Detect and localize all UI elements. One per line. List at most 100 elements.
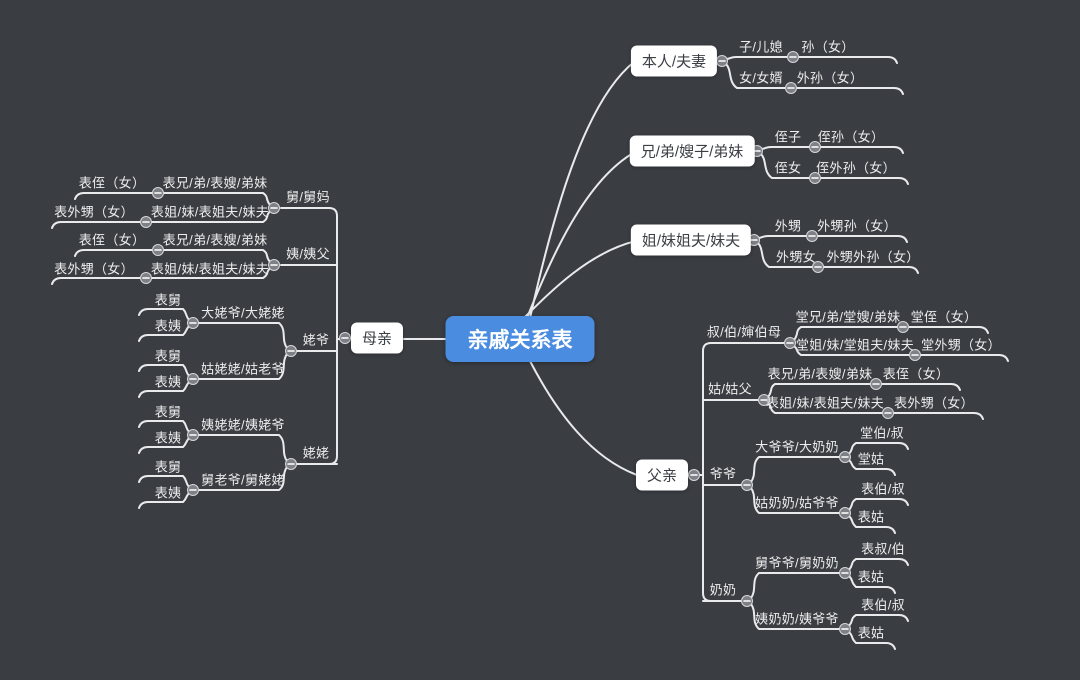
tree-node-label[interactable]: 侄外孙（女）	[816, 160, 896, 176]
tree-node-label[interactable]: 姑姥姥/姑老爷	[201, 361, 285, 377]
collapse-toggle[interactable]	[152, 187, 164, 199]
tree-node-label[interactable]: 子/儿媳	[739, 39, 783, 55]
tree-node-label[interactable]: 表侄（女）	[882, 366, 950, 382]
tree-node-label[interactable]: 表外甥（女）	[894, 395, 974, 411]
tree-node-label[interactable]: 表姐/妹/表姐夫/妹夫	[150, 261, 270, 277]
tree-node-label[interactable]: 表姨	[154, 430, 182, 446]
collapse-toggle[interactable]	[268, 259, 280, 271]
collapse-toggle[interactable]	[839, 451, 851, 463]
tree-node-label[interactable]: 大姥爷/大姥姥	[201, 305, 285, 321]
tree-node-label[interactable]: 表姑	[857, 569, 885, 585]
tree-node-label[interactable]: 堂伯/叔	[860, 425, 904, 441]
node-mother-uncle[interactable]: 舅/舅妈	[286, 189, 330, 205]
tree-node-label[interactable]: 外甥女	[776, 249, 816, 265]
tree-node-label[interactable]: 表兄/弟/表嫂/弟妹	[162, 175, 268, 191]
tree-node-label[interactable]: 表舅	[154, 292, 182, 308]
tree-node-label[interactable]: 侄女	[774, 160, 802, 176]
tree-node-label[interactable]: 侄子	[774, 129, 802, 145]
tree-node-label[interactable]: 表姐/妹/表姐夫/妹夫	[765, 395, 885, 411]
tree-node-label[interactable]: 舅爷爷/舅奶奶	[755, 555, 839, 571]
node-mother-aunt[interactable]: 姨/姨父	[286, 246, 330, 262]
tree-node-label[interactable]: 外甥	[774, 218, 802, 234]
tree-node-label[interactable]: 女/女婿	[739, 70, 783, 86]
tree-node-label[interactable]: 外甥孙（女）	[817, 218, 897, 234]
collapse-toggle[interactable]	[812, 261, 824, 273]
node-maternal-grandma[interactable]: 姥姥	[302, 445, 330, 461]
tree-node-label[interactable]: 孙（女）	[801, 39, 855, 55]
tree-node-label[interactable]: 表舅	[154, 459, 182, 475]
collapse-toggle[interactable]	[741, 595, 753, 607]
tree-node-label[interactable]: 大爷爷/大奶奶	[755, 439, 839, 455]
tree-node-label[interactable]: 堂兄/弟/堂嫂/弟妹	[795, 309, 901, 325]
collapse-toggle[interactable]	[839, 567, 851, 579]
tree-node-label[interactable]: 姨姥姥/姨姥爷	[201, 417, 285, 433]
tree-node-label[interactable]: 表舅	[154, 348, 182, 364]
tree-node-label[interactable]: 表叔/伯	[861, 541, 905, 557]
tree-node-label[interactable]: 表兄/弟/表嫂/弟妹	[162, 232, 268, 248]
tree-node-label[interactable]: 表姨	[154, 318, 182, 334]
tree-node-label[interactable]: 堂侄（女）	[910, 309, 978, 325]
tree-node-label[interactable]: 表姨	[154, 485, 182, 501]
collapse-toggle[interactable]	[716, 55, 728, 67]
collapse-toggle[interactable]	[870, 378, 882, 390]
collapse-toggle[interactable]	[839, 507, 851, 519]
tree-node-label[interactable]: 堂姑	[857, 451, 885, 467]
tree-node-label[interactable]: 外孙（女）	[796, 70, 864, 86]
collapse-toggle[interactable]	[897, 321, 909, 333]
collapse-toggle[interactable]	[187, 484, 199, 496]
tree-node-label[interactable]: 表侄（女）	[78, 175, 146, 191]
root-branch-curves	[403, 61, 638, 476]
collapse-toggle[interactable]	[909, 349, 921, 361]
collapse-toggle[interactable]	[787, 51, 799, 63]
node-mother[interactable]: 母亲	[350, 322, 404, 354]
node-father[interactable]: 父亲	[635, 459, 689, 491]
collapse-toggle[interactable]	[152, 244, 164, 256]
collapse-toggle[interactable]	[882, 407, 894, 419]
collapse-toggle[interactable]	[809, 172, 821, 184]
tree-node-label[interactable]: 表伯/叔	[861, 481, 905, 497]
collapse-toggle[interactable]	[285, 458, 297, 470]
tree-node-label[interactable]: 堂姐/妹/堂姐夫/妹夫	[795, 337, 915, 353]
node-brothers[interactable]: 兄/弟/嫂子/弟妹	[629, 135, 755, 167]
node-father-uncle[interactable]: 叔/伯/婶伯母	[706, 324, 782, 340]
collapse-toggle[interactable]	[285, 345, 297, 357]
tree-node-label[interactable]: 表兄/弟/表嫂/弟妹	[767, 366, 873, 382]
tree-node-label[interactable]: 姨奶奶/姨爷爷	[755, 611, 839, 627]
collapse-toggle[interactable]	[140, 272, 152, 284]
node-paternal-grandma[interactable]: 奶奶	[709, 582, 737, 598]
tree-node-label[interactable]: 表伯/叔	[861, 597, 905, 613]
tree-node-label[interactable]: 表侄（女）	[78, 232, 146, 248]
collapse-toggle[interactable]	[339, 332, 351, 344]
node-maternal-grandpa[interactable]: 姥爷	[302, 332, 330, 348]
node-father-aunt[interactable]: 姑/姑父	[708, 381, 752, 397]
tree-node-label[interactable]: 外甥外孙（女）	[826, 249, 920, 265]
tree-node-label[interactable]: 侄孙（女）	[817, 129, 885, 145]
node-sisters[interactable]: 姐/妹姐夫/妹夫	[630, 224, 752, 256]
tree-node-label[interactable]: 堂外甥（女）	[921, 337, 1001, 353]
tree-node-label[interactable]: 表姑	[857, 509, 885, 525]
collapse-toggle[interactable]	[187, 373, 199, 385]
tree-node-label[interactable]: 表姨	[154, 374, 182, 390]
collapse-toggle[interactable]	[809, 141, 821, 153]
tree-node-label[interactable]: 表姑	[857, 625, 885, 641]
tree-node-label[interactable]: 表外甥（女）	[54, 204, 134, 220]
tree-node-label[interactable]: 姑奶奶/姑爷爷	[755, 495, 839, 511]
collapse-toggle[interactable]	[758, 394, 770, 406]
collapse-toggle[interactable]	[140, 216, 152, 228]
node-paternal-grandpa[interactable]: 爷爷	[709, 466, 737, 482]
collapse-toggle[interactable]	[268, 202, 280, 214]
tree-node-label[interactable]: 舅老爷/舅姥姥	[201, 472, 285, 488]
collapse-toggle[interactable]	[187, 317, 199, 329]
node-self-spouse[interactable]: 本人/夫妻	[630, 45, 718, 77]
collapse-toggle[interactable]	[806, 230, 818, 242]
tree-node-label[interactable]: 表外甥（女）	[54, 261, 134, 277]
tree-node-label[interactable]: 表姐/妹/表姐夫/妹夫	[150, 204, 270, 220]
collapse-toggle[interactable]	[839, 623, 851, 635]
tree-node-label[interactable]: 表舅	[154, 404, 182, 420]
collapse-toggle[interactable]	[688, 469, 700, 481]
node-root[interactable]: 亲戚关系表	[445, 316, 595, 362]
collapse-toggle[interactable]	[187, 429, 199, 441]
collapse-toggle[interactable]	[784, 337, 796, 349]
collapse-toggle[interactable]	[741, 479, 753, 491]
collapse-toggle[interactable]	[785, 82, 797, 94]
